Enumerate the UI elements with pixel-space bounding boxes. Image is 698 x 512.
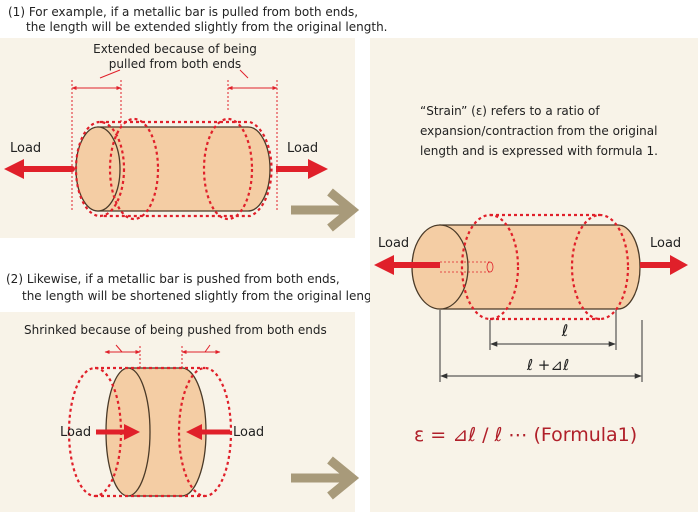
panel3-dim-total-label: ℓ +⊿ℓ (526, 356, 569, 374)
panel1-caption-line2: the length will be extended slightly fro… (26, 20, 388, 34)
panel2-load-arrow-right-head (186, 424, 202, 440)
panel2-note-pointer-right (204, 344, 211, 353)
panel1-extended-ellipse-mid (202, 117, 254, 221)
panel3-dim-l-label: ℓ (561, 321, 569, 340)
panel1-caption-line1: (1) For example, if a metallic bar is pu… (8, 5, 358, 19)
panel1-extended-outline (100, 120, 273, 218)
panel2-load-arrow-left-head (124, 424, 140, 440)
panel1-note-pointer-left (99, 69, 121, 79)
panel3-bar-body (439, 224, 641, 310)
panel3-load-arrow-left-head (374, 255, 394, 275)
panel1-note-line1: Extended because of being (93, 42, 257, 56)
panel3-desc-line3: length and is expressed with formula 1. (420, 144, 658, 158)
panel3-load-right-label: Load (650, 236, 681, 251)
panel2-caption-line2: the length will be shortened slightly fr… (22, 289, 388, 303)
panel2-load-left-label: Load (60, 425, 91, 440)
panel1-load-left-label: Load (10, 141, 41, 156)
transition-arrow-bottom (291, 456, 360, 500)
panel1-bar-body (97, 126, 271, 212)
panel1-load-arrow-right-head (308, 159, 328, 179)
panel2-caption-line1: (2) Likewise, if a metallic bar is pushe… (6, 272, 340, 286)
panel3-load-arrow-right-head (670, 255, 688, 275)
panel2-load-right-label: Load (233, 425, 264, 440)
panel3-formula: ε = ⊿ℓ / ℓ ⋯ (Formula1) (414, 424, 637, 446)
panel3-desc-line1: “Strain” (ε) refers to a ratio of (420, 104, 600, 118)
panel1-extended-ellipse-end (74, 120, 126, 218)
panel1-load-arrow-left-head (4, 159, 24, 179)
panel1-load-right-label: Load (287, 141, 318, 156)
panel2-note: Shrinked because of being pushed from bo… (24, 323, 327, 337)
panel1-note-line2: pulled from both ends (109, 57, 241, 71)
panel3-load-left-label: Load (378, 236, 409, 251)
panel3-inner-ref-end (486, 261, 494, 273)
panel1-bar-end (75, 126, 121, 212)
panel1-extended-ellipse-left (108, 117, 160, 221)
panel2-note-pointer-left (115, 344, 123, 353)
transition-arrow-top (291, 188, 360, 232)
panel1-note-pointer-right (239, 69, 249, 79)
panel3-desc-line2: expansion/contraction from the original (420, 124, 657, 138)
